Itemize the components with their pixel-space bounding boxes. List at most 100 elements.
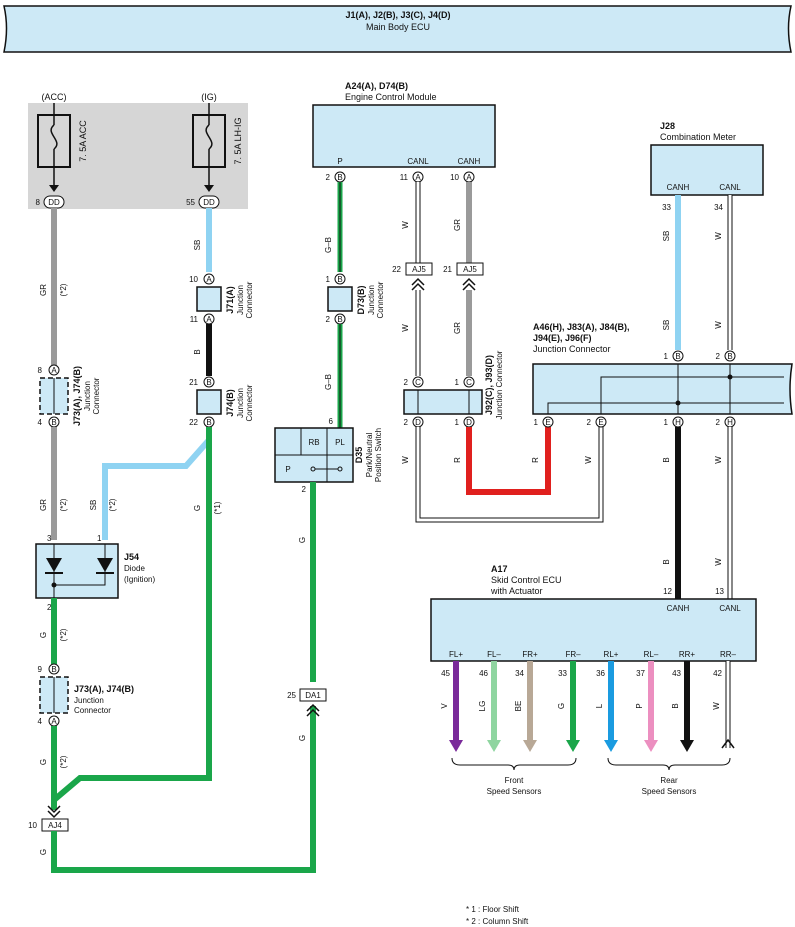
svg-text:11: 11: [400, 173, 409, 182]
sensor-arrow: [644, 740, 658, 752]
svg-text:Diode: Diode: [124, 564, 145, 573]
sensor-arrow: [487, 740, 501, 752]
svg-text:SB: SB: [89, 500, 98, 511]
sb-wire-diode: [102, 427, 212, 540]
svg-text:21: 21: [189, 378, 198, 387]
svg-text:P: P: [337, 157, 342, 166]
svg-text:B: B: [337, 275, 342, 284]
svg-text:B: B: [662, 559, 671, 564]
svg-text:2: 2: [716, 418, 721, 427]
sensor-wire-color: LG: [478, 701, 487, 712]
sensor-wire-color: P: [635, 703, 644, 708]
svg-text:Connector: Connector: [245, 384, 254, 421]
svg-text:PL: PL: [335, 438, 345, 447]
svg-text:B: B: [193, 349, 202, 354]
svg-text:22: 22: [189, 418, 198, 427]
svg-text:(*1): (*1): [213, 501, 222, 514]
svg-text:CANH: CANH: [667, 604, 690, 613]
svg-text:AJ5: AJ5: [463, 265, 477, 274]
sensor-pin-number: 46: [479, 669, 488, 678]
svg-text:C: C: [415, 378, 421, 387]
j73-top-title: J73(A), J74(B): [72, 366, 82, 426]
ig-fuse-icon: [205, 124, 213, 150]
svg-text:Speed Sensors: Speed Sensors: [487, 787, 542, 796]
svg-text:55: 55: [186, 198, 195, 207]
svg-text:J28: J28: [660, 121, 675, 131]
sensor-pin-number: 34: [515, 669, 524, 678]
svg-text:25: 25: [287, 691, 296, 700]
svg-text:DA1: DA1: [305, 691, 321, 700]
svg-text:(*2): (*2): [59, 498, 68, 511]
svg-text:1: 1: [664, 418, 669, 427]
svg-text:11: 11: [190, 315, 199, 324]
svg-text:G: G: [298, 537, 307, 543]
d73-junction: [327, 286, 353, 312]
sensor-arrow: [721, 738, 735, 749]
svg-text:D: D: [466, 418, 472, 427]
svg-text:C: C: [466, 378, 472, 387]
svg-text:A17: A17: [491, 564, 508, 574]
svg-text:2: 2: [326, 315, 331, 324]
svg-text:G: G: [39, 849, 48, 855]
svg-text:B: B: [337, 315, 342, 324]
svg-text:A46(H), J83(A), J84(B),: A46(H), J83(A), J84(B),: [533, 322, 630, 332]
svg-text:22: 22: [392, 265, 401, 274]
fuse-block-area: [28, 103, 248, 209]
sensor-pin-number: 36: [596, 669, 605, 678]
sensor-arrow: [680, 740, 694, 752]
svg-text:2: 2: [326, 173, 331, 182]
svg-text:G: G: [193, 505, 202, 511]
svg-text:H: H: [727, 418, 733, 427]
svg-text:W: W: [401, 221, 410, 229]
note-floor-shift: * 1 : Floor Shift: [466, 905, 520, 914]
svg-text:D35: D35: [354, 447, 364, 464]
sensor-pin-label: RR–: [720, 650, 737, 659]
svg-text:2: 2: [302, 485, 307, 494]
svg-text:GR: GR: [453, 219, 462, 231]
svg-text:12: 12: [663, 587, 672, 596]
svg-text:R: R: [453, 457, 462, 463]
svg-text:G–B: G–B: [324, 237, 333, 253]
svg-text:8: 8: [38, 366, 43, 375]
svg-text:W: W: [401, 324, 410, 332]
svg-text:Junction Connector: Junction Connector: [495, 350, 504, 419]
svg-text:Rear: Rear: [660, 776, 678, 785]
svg-text:R: R: [531, 457, 540, 463]
sensor-pin-label: FR+: [522, 650, 538, 659]
sensor-pin-label: FR–: [565, 650, 581, 659]
svg-text:Connector: Connector: [74, 706, 111, 715]
svg-text:W: W: [714, 321, 723, 329]
svg-text:Junction: Junction: [74, 696, 104, 705]
sensor-wire-color: G: [557, 703, 566, 709]
svg-text:2: 2: [404, 378, 409, 387]
ig-source-label: (IG): [201, 92, 217, 102]
svg-text:2: 2: [47, 603, 52, 612]
svg-text:B: B: [675, 352, 680, 361]
aj5-connector-l: [405, 262, 433, 276]
svg-text:J71(A): J71(A): [225, 286, 235, 314]
svg-text:1: 1: [97, 534, 102, 543]
svg-text:Junction: Junction: [367, 285, 376, 315]
g-wire-to-switch: [51, 706, 316, 873]
svg-text:A: A: [415, 173, 421, 182]
svg-text:J92(C), J93(D): J92(C), J93(D): [484, 355, 494, 415]
svg-text:Junction Connector: Junction Connector: [533, 344, 611, 354]
svg-text:SB: SB: [662, 231, 671, 242]
svg-text:(*2): (*2): [59, 628, 68, 641]
svg-text:Connector: Connector: [92, 377, 101, 414]
sensor-arrow: [566, 740, 580, 752]
svg-text:10: 10: [450, 173, 459, 182]
svg-text:with Actuator: with Actuator: [490, 586, 543, 596]
svg-text:Junction: Junction: [236, 388, 245, 418]
svg-text:P: P: [285, 465, 290, 474]
svg-text:CANH: CANH: [667, 183, 690, 192]
sensor-pin-label: RR+: [679, 650, 696, 659]
svg-text:E: E: [545, 418, 550, 427]
svg-text:E: E: [598, 418, 603, 427]
svg-text:Front: Front: [505, 776, 524, 785]
svg-text:G: G: [298, 735, 307, 741]
svg-text:AJ5: AJ5: [412, 265, 426, 274]
svg-text:A: A: [206, 275, 212, 284]
svg-text:Combination Meter: Combination Meter: [660, 132, 736, 142]
